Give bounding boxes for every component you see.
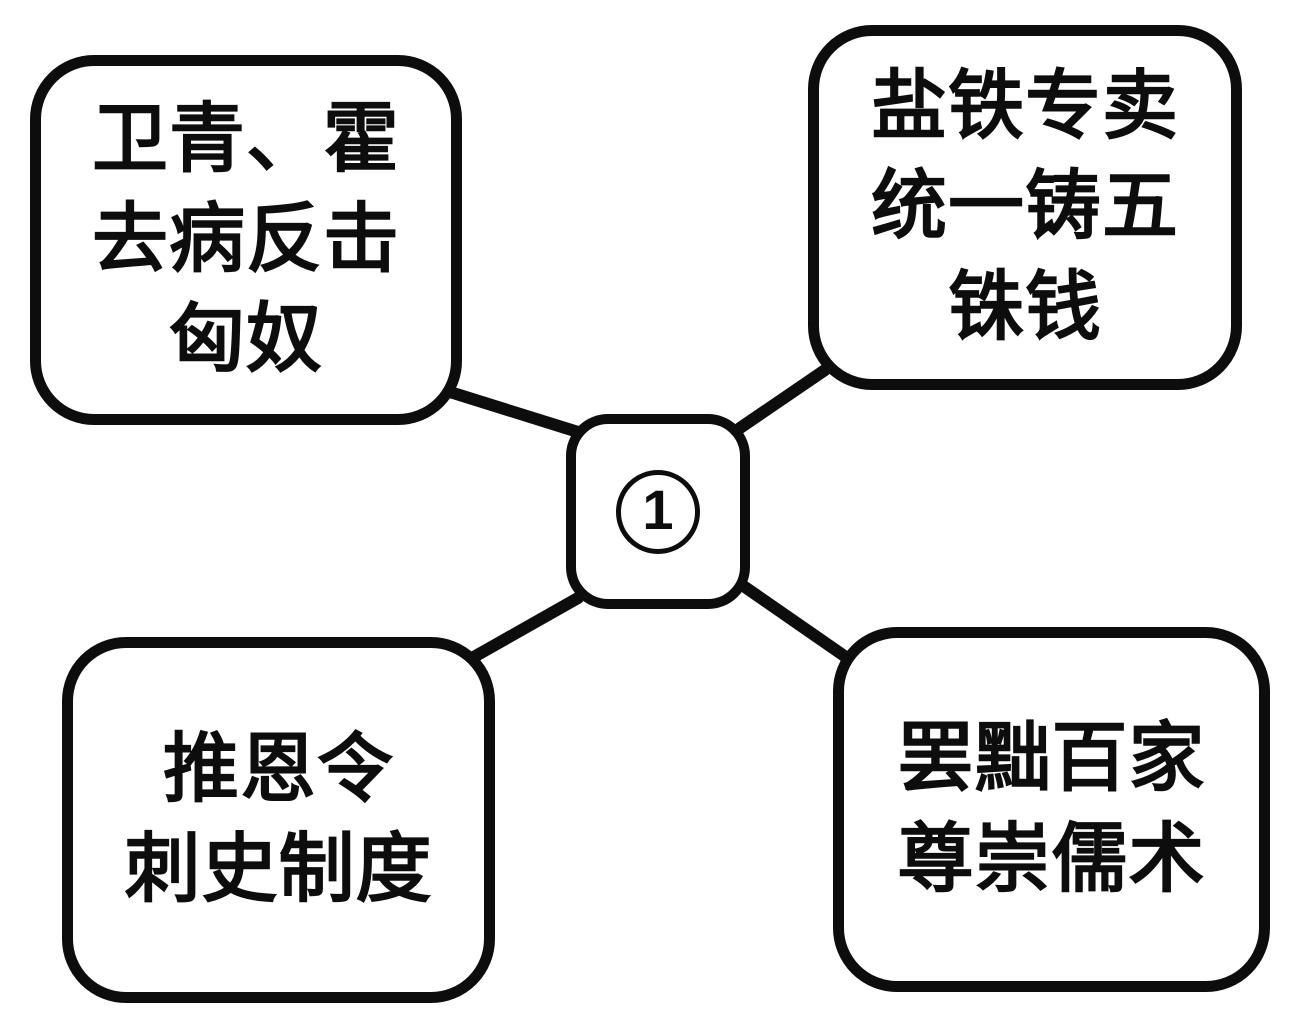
text-line: 尊崇儒术: [897, 816, 1206, 902]
center-number: 1: [642, 478, 674, 541]
text-line: 罢黜百家: [897, 716, 1206, 802]
text-line: 去病反击: [92, 196, 400, 282]
text-line: 刺史制度: [124, 827, 433, 912]
node-confucianism: 罢黜百家 尊崇儒术: [833, 627, 1270, 992]
text-line: 卫青、霍: [92, 96, 400, 182]
connector-top-left: [444, 386, 584, 438]
node-weiqing-huoqubing: 卫青、霍 去病反击 匈奴: [30, 55, 462, 425]
connector-bottom-right: [736, 579, 859, 668]
text-line: 匈奴: [169, 297, 323, 383]
node-label: 推恩令 刺史制度: [125, 720, 433, 921]
connector-top-right: [734, 364, 831, 434]
node-label: 罢黜百家 尊崇儒术: [898, 709, 1206, 910]
center-node: 1: [566, 414, 750, 609]
text-line: 推恩令: [163, 726, 394, 812]
node-salt-iron-monopoly: 盐铁专卖 统一铸五 铢钱: [808, 25, 1242, 390]
node-label: 卫青、霍 去病反击 匈奴: [92, 90, 400, 391]
text-line: 盐铁专卖: [871, 64, 1179, 150]
node-tuien-decree: 推恩令 刺史制度: [62, 637, 495, 1003]
connector-bottom-left: [466, 592, 584, 664]
text-line: 铢钱: [948, 264, 1102, 350]
circled-number-icon: 1: [616, 469, 700, 554]
text-line: 统一铸五: [871, 164, 1179, 250]
node-label: 盐铁专卖 统一铸五 铢钱: [871, 57, 1179, 358]
